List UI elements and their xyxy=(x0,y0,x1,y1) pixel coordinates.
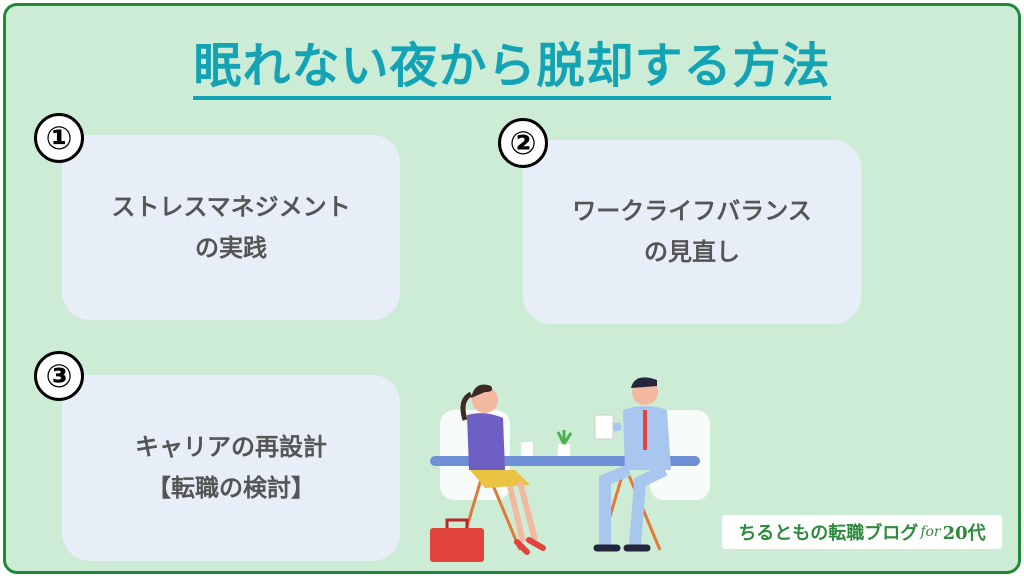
number-badge-1: ① xyxy=(34,113,84,163)
man-legs xyxy=(599,464,668,546)
woman-skirt xyxy=(470,470,530,488)
card-line2: の実践 xyxy=(195,233,267,262)
card-stress-management: ストレスマネジメント の実践 xyxy=(62,135,400,320)
brand-main: ちるともの転職ブログ xyxy=(738,523,919,544)
woman-sweater xyxy=(467,413,505,470)
card-line1: ワークライフバランス xyxy=(572,197,812,226)
woman-hair xyxy=(471,384,493,398)
card-line1: キャリアの再設計 xyxy=(135,433,327,462)
card-line2: の見直し xyxy=(644,238,740,266)
plant-icon xyxy=(556,430,573,445)
plant-pot xyxy=(558,444,570,456)
slide-frame: 眠れない夜から脱却する方法 ストレスマネジメント の実践 ① ワークライフバラン… xyxy=(3,3,1021,574)
meeting-illustration xyxy=(430,377,710,562)
document-icon xyxy=(594,414,614,440)
page-title: 眠れない夜から脱却する方法 xyxy=(6,26,1018,100)
bag-icon xyxy=(430,528,484,562)
brand-for: for xyxy=(920,524,941,540)
card-line2: 【転職の検討】 xyxy=(147,474,315,502)
card-line1: ストレスマネジメント xyxy=(111,192,351,221)
number-badge-2: ② xyxy=(498,118,548,168)
woman-ponytail xyxy=(460,391,473,421)
woman-legs xyxy=(507,481,538,543)
number-badge-3: ③ xyxy=(34,351,84,401)
card-career-redesign: キャリアの再設計 【転職の検討】 xyxy=(62,375,400,561)
brand-suffix: 20代 xyxy=(942,523,986,544)
bag-handle xyxy=(445,518,469,528)
cup-icon xyxy=(521,442,533,456)
man-hair xyxy=(631,377,657,388)
card-work-life-balance: ワークライフバランス の見直し xyxy=(523,140,861,324)
woman-shoes xyxy=(514,537,546,555)
man-tie xyxy=(643,410,647,450)
title-text: 眠れない夜から脱却する方法 xyxy=(193,38,831,100)
